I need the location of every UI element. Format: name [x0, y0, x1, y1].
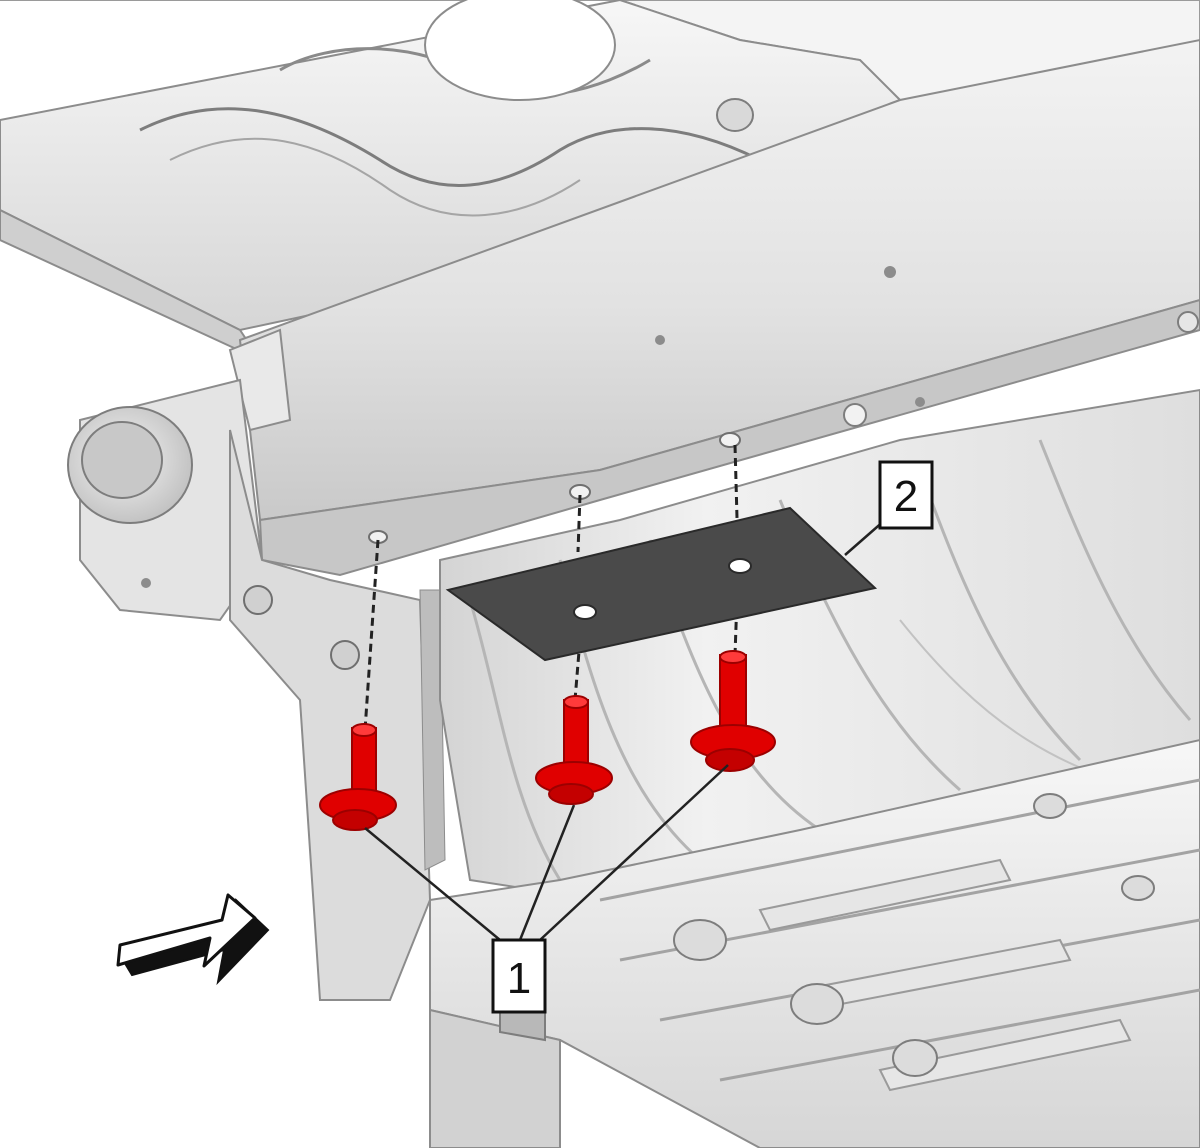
- front-direction-arrow-icon: [116, 893, 270, 986]
- upper-floor-pan: [0, 0, 1200, 363]
- callout-2-label: 2: [894, 472, 918, 521]
- leader-lines: [364, 519, 886, 941]
- callout-1-label: 1: [507, 954, 531, 1003]
- shield-plate: [445, 506, 878, 662]
- left-side-rail: [79, 378, 446, 1001]
- fastener-center: [535, 695, 613, 805]
- exhaust-pipe: [67, 406, 193, 524]
- mounting-studs: [368, 432, 741, 544]
- fastener-right: [690, 650, 776, 772]
- callout-2: 2: [878, 460, 934, 530]
- callout-1: 1: [491, 938, 547, 1014]
- fastener-left: [319, 723, 397, 831]
- lower-floor-panel: [429, 738, 1200, 1148]
- floor-tunnel: [439, 388, 1200, 902]
